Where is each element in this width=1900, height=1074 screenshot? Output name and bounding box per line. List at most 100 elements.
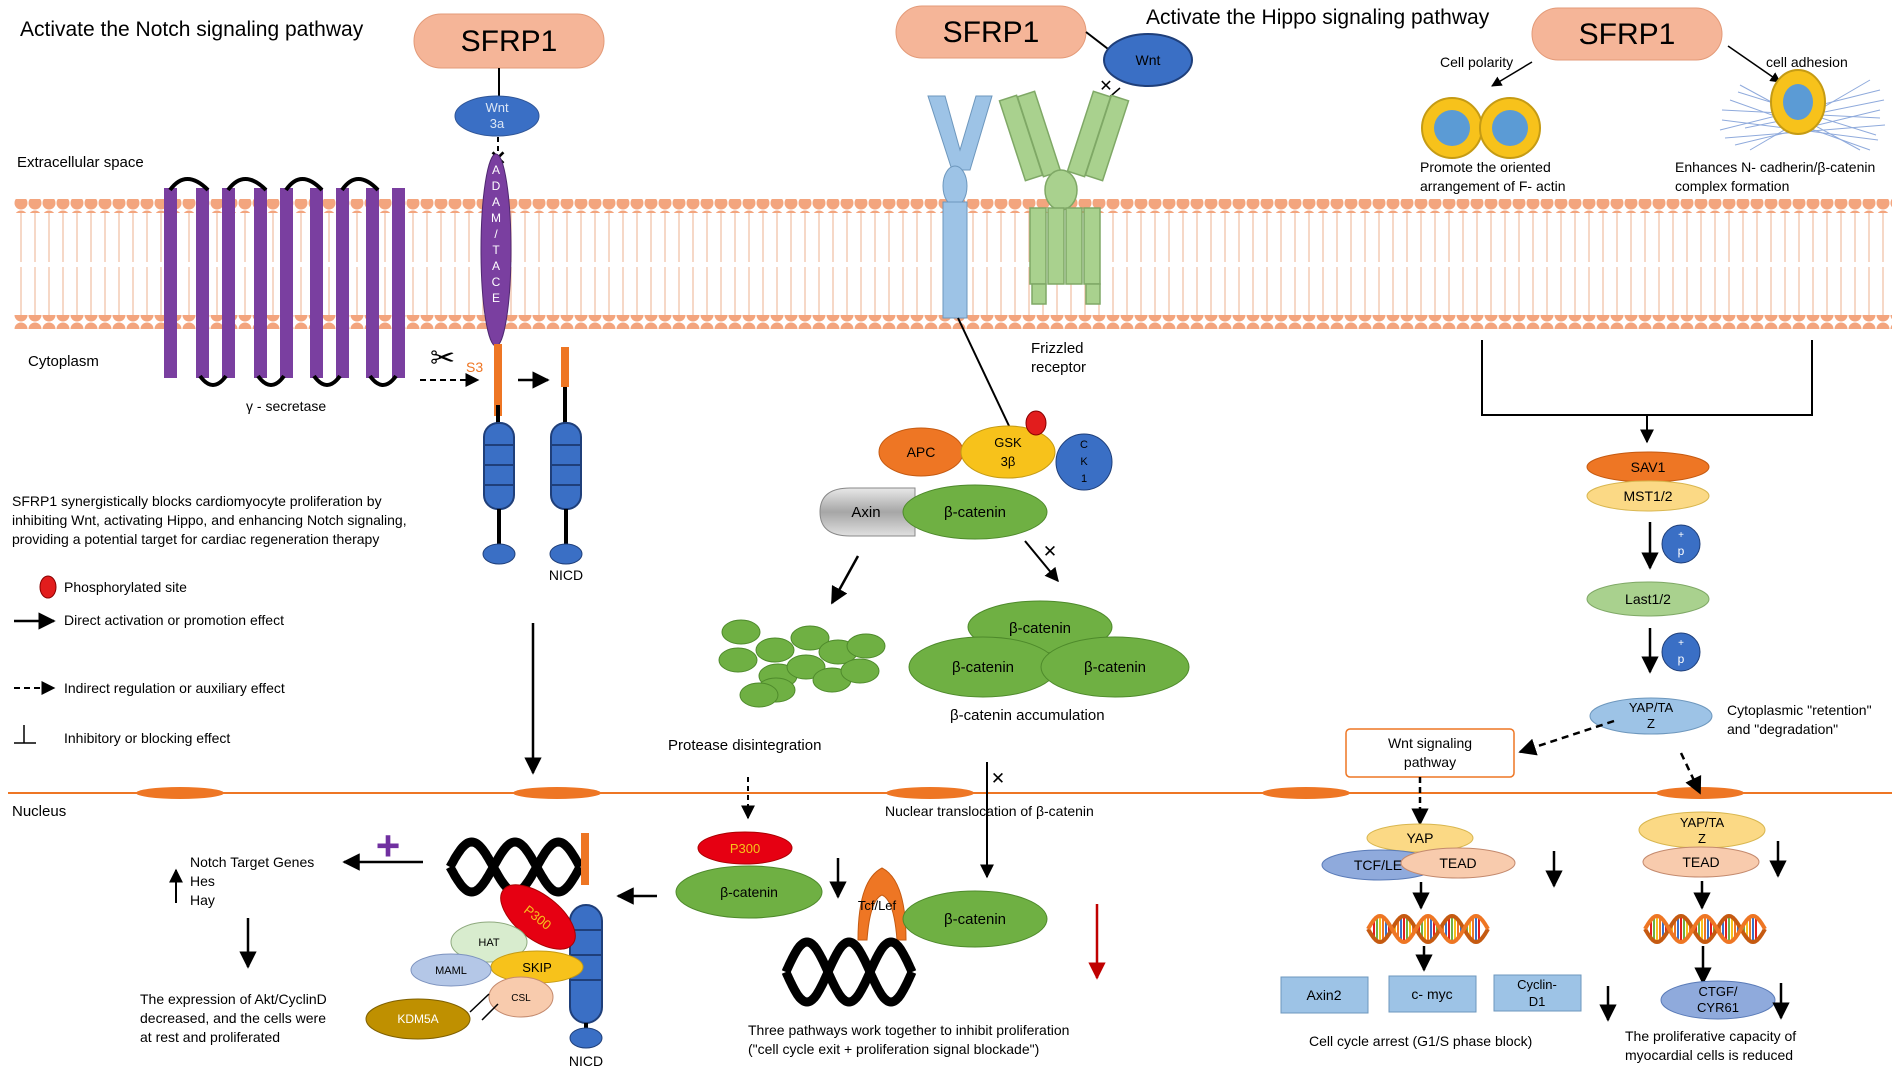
hippo-dna-left-icon (1366, 913, 1490, 945)
wnt-summary-1: Three pathways work together to inhibit … (748, 1022, 1069, 1038)
tead-right (1642, 846, 1760, 878)
wnt-dna-icon (781, 937, 917, 1007)
wnt3a: Wnt 3a (454, 95, 540, 137)
ck1-label-2: K (1080, 456, 1088, 468)
sfrp1-wnt: SFRP1 (895, 5, 1087, 59)
nicd-label: NICD (549, 567, 583, 583)
apc-label: APC (907, 444, 936, 460)
hat-label: HAT (478, 937, 499, 949)
last-label: Last1/2 (1625, 591, 1671, 607)
axin2-label: Axin2 (1306, 987, 1341, 1003)
adhesion-cell (1719, 69, 1886, 151)
hippo-dna-right-icon (1643, 913, 1767, 945)
axin-label: Axin (851, 504, 880, 521)
cmyc-label: c- myc (1411, 986, 1452, 1002)
yaptaz-nuc-2: Z (1698, 831, 1706, 846)
accum-bcat-1: β-catenin (1009, 620, 1071, 637)
axin: Axin (819, 487, 916, 537)
hippo-heading: Activate the Hippo signaling pathway (1146, 6, 1490, 29)
sfrp1-hippo: SFRP1 (1531, 7, 1723, 61)
mst12: MST1/2 (1586, 480, 1710, 512)
cyclin-label-1: Cyclin- (1517, 977, 1557, 992)
accum-bcat-2: β-catenin (952, 659, 1014, 676)
yaptaz-cyto-2: Z (1647, 716, 1655, 731)
legend-direct: Direct activation or promotion effect (64, 612, 284, 628)
nicd-free: NICD (549, 347, 583, 583)
sfrp1-hippo-label: SFRP1 (1579, 18, 1676, 51)
phospho-p-2: p (1678, 652, 1685, 666)
beta-catenin-complex (902, 484, 1048, 540)
wnt3a-line1: Wnt (485, 100, 509, 115)
gsk-phospho-site (1025, 410, 1047, 436)
legend-inhibit-icon (14, 725, 36, 744)
adam-letter: / (494, 227, 498, 241)
nucleus-label: Nucleus (12, 803, 66, 820)
ctgf-label-1: CTGF/ (1699, 984, 1738, 999)
s3-label: S3 (466, 359, 483, 375)
gsk-label-2: 3β (1001, 454, 1016, 469)
outcome-line1: The expression of Akt/CyclinD (140, 991, 327, 1007)
cell-polarity-label: Cell polarity (1440, 54, 1513, 70)
notch-outcome: The expression of Akt/CyclinD decreased,… (140, 991, 327, 1045)
csl (488, 976, 554, 1018)
yap-complex-right: YAP/TA Z TEAD (1638, 811, 1766, 878)
phospho-badge-2: + p (1661, 632, 1701, 672)
phospho-p-1: p (1678, 544, 1685, 558)
frizzled-receptor (998, 90, 1130, 305)
p300-bcat: P300 β-catenin (675, 831, 823, 919)
nuclear-translocation-label: Nuclear translocation of β-catenin (885, 803, 1094, 819)
sfrp1-notch-label: SFRP1 (461, 25, 558, 58)
phospho-badge-1: + p (1661, 524, 1701, 564)
tcf-le-label: TCF/LE (1354, 857, 1402, 873)
ctgf-cyr61: CTGF/ CYR61 (1660, 980, 1776, 1020)
adam-letter: A (492, 195, 500, 209)
sav1: SAV1 (1586, 451, 1710, 483)
notch-heading: Activate the Notch signaling pathway (20, 18, 364, 41)
hippo-bracket (1481, 340, 1813, 444)
frizzled-label-1: Frizzled (1031, 340, 1084, 357)
target-gene-hes: Hes (190, 873, 215, 889)
target-genes-title: Notch Target Genes (190, 854, 314, 870)
nuclear-envelope (8, 787, 1892, 799)
accumulation-label: β-catenin accumulation (950, 707, 1105, 724)
beta-catenin-accumulation (908, 600, 1190, 698)
last12: Last1/2 (1586, 581, 1710, 617)
kdm5a-label: KDM5A (397, 1012, 438, 1026)
cell-adhesion-label: cell adhesion (1766, 54, 1848, 70)
retention-line1: Cytoplasmic "retention" (1727, 702, 1872, 718)
extracellular-label: Extracellular space (17, 154, 144, 171)
cell-cycle-arrest-label: Cell cycle arrest (G1/S phase block) (1309, 1033, 1532, 1049)
ck1-label-1: C (1080, 439, 1088, 451)
destruction-complex: APC GSK 3β C K 1 Axin β-catenin (819, 410, 1113, 540)
sfrp1-wnt-label: SFRP1 (943, 16, 1040, 49)
gamma-secretase-label: γ - secretase (246, 398, 326, 414)
protease-label: Protease disintegration (668, 737, 821, 754)
wnt-summary: Three pathways work together to inhibit … (748, 1022, 1069, 1057)
gamma-secretase: γ - secretase (164, 177, 405, 414)
bcat-complex-label: β-catenin (944, 504, 1006, 521)
sfrp1-notch: SFRP1 (413, 13, 605, 69)
yap-nuc-label: YAP (1407, 830, 1434, 846)
factin-line1: Promote the oriented (1420, 159, 1551, 175)
accum-bcat-3: β-catenin (1084, 659, 1146, 676)
summary-line3: providing a potential target for cardiac… (12, 531, 379, 547)
adam-letter: T (492, 243, 500, 257)
yaptaz-cyto: YAP/TA Z (1589, 697, 1713, 735)
notch-receptor (482, 344, 516, 565)
block-x-accum: ✕ (1043, 542, 1057, 561)
p300-wnt-label: P300 (730, 841, 760, 856)
outcome-line2: decreased, and the cells were (140, 1010, 326, 1026)
notch-summary: SFRP1 synergistically blocks cardiomyocy… (12, 493, 407, 547)
yap-complex-left: YAP TCF/LE TEAD (1321, 823, 1516, 881)
retention-text: Cytoplasmic "retention" and "degradation… (1727, 702, 1872, 737)
bcat-p300 (675, 865, 823, 919)
scissors-icon: ✂ (430, 342, 455, 375)
summary-line2: inhibiting Wnt, activating Hippo, and en… (12, 512, 407, 528)
notch-target-genes: Notch Target Genes Hes Hay (169, 854, 314, 908)
factin-text: Promote the oriented arrangement of F- a… (1420, 159, 1566, 194)
target-boxes-left: Axin2 c- myc Cyclin- D1 (1280, 974, 1582, 1014)
tead-left (1400, 847, 1516, 879)
sav1-label: SAV1 (1631, 459, 1666, 475)
